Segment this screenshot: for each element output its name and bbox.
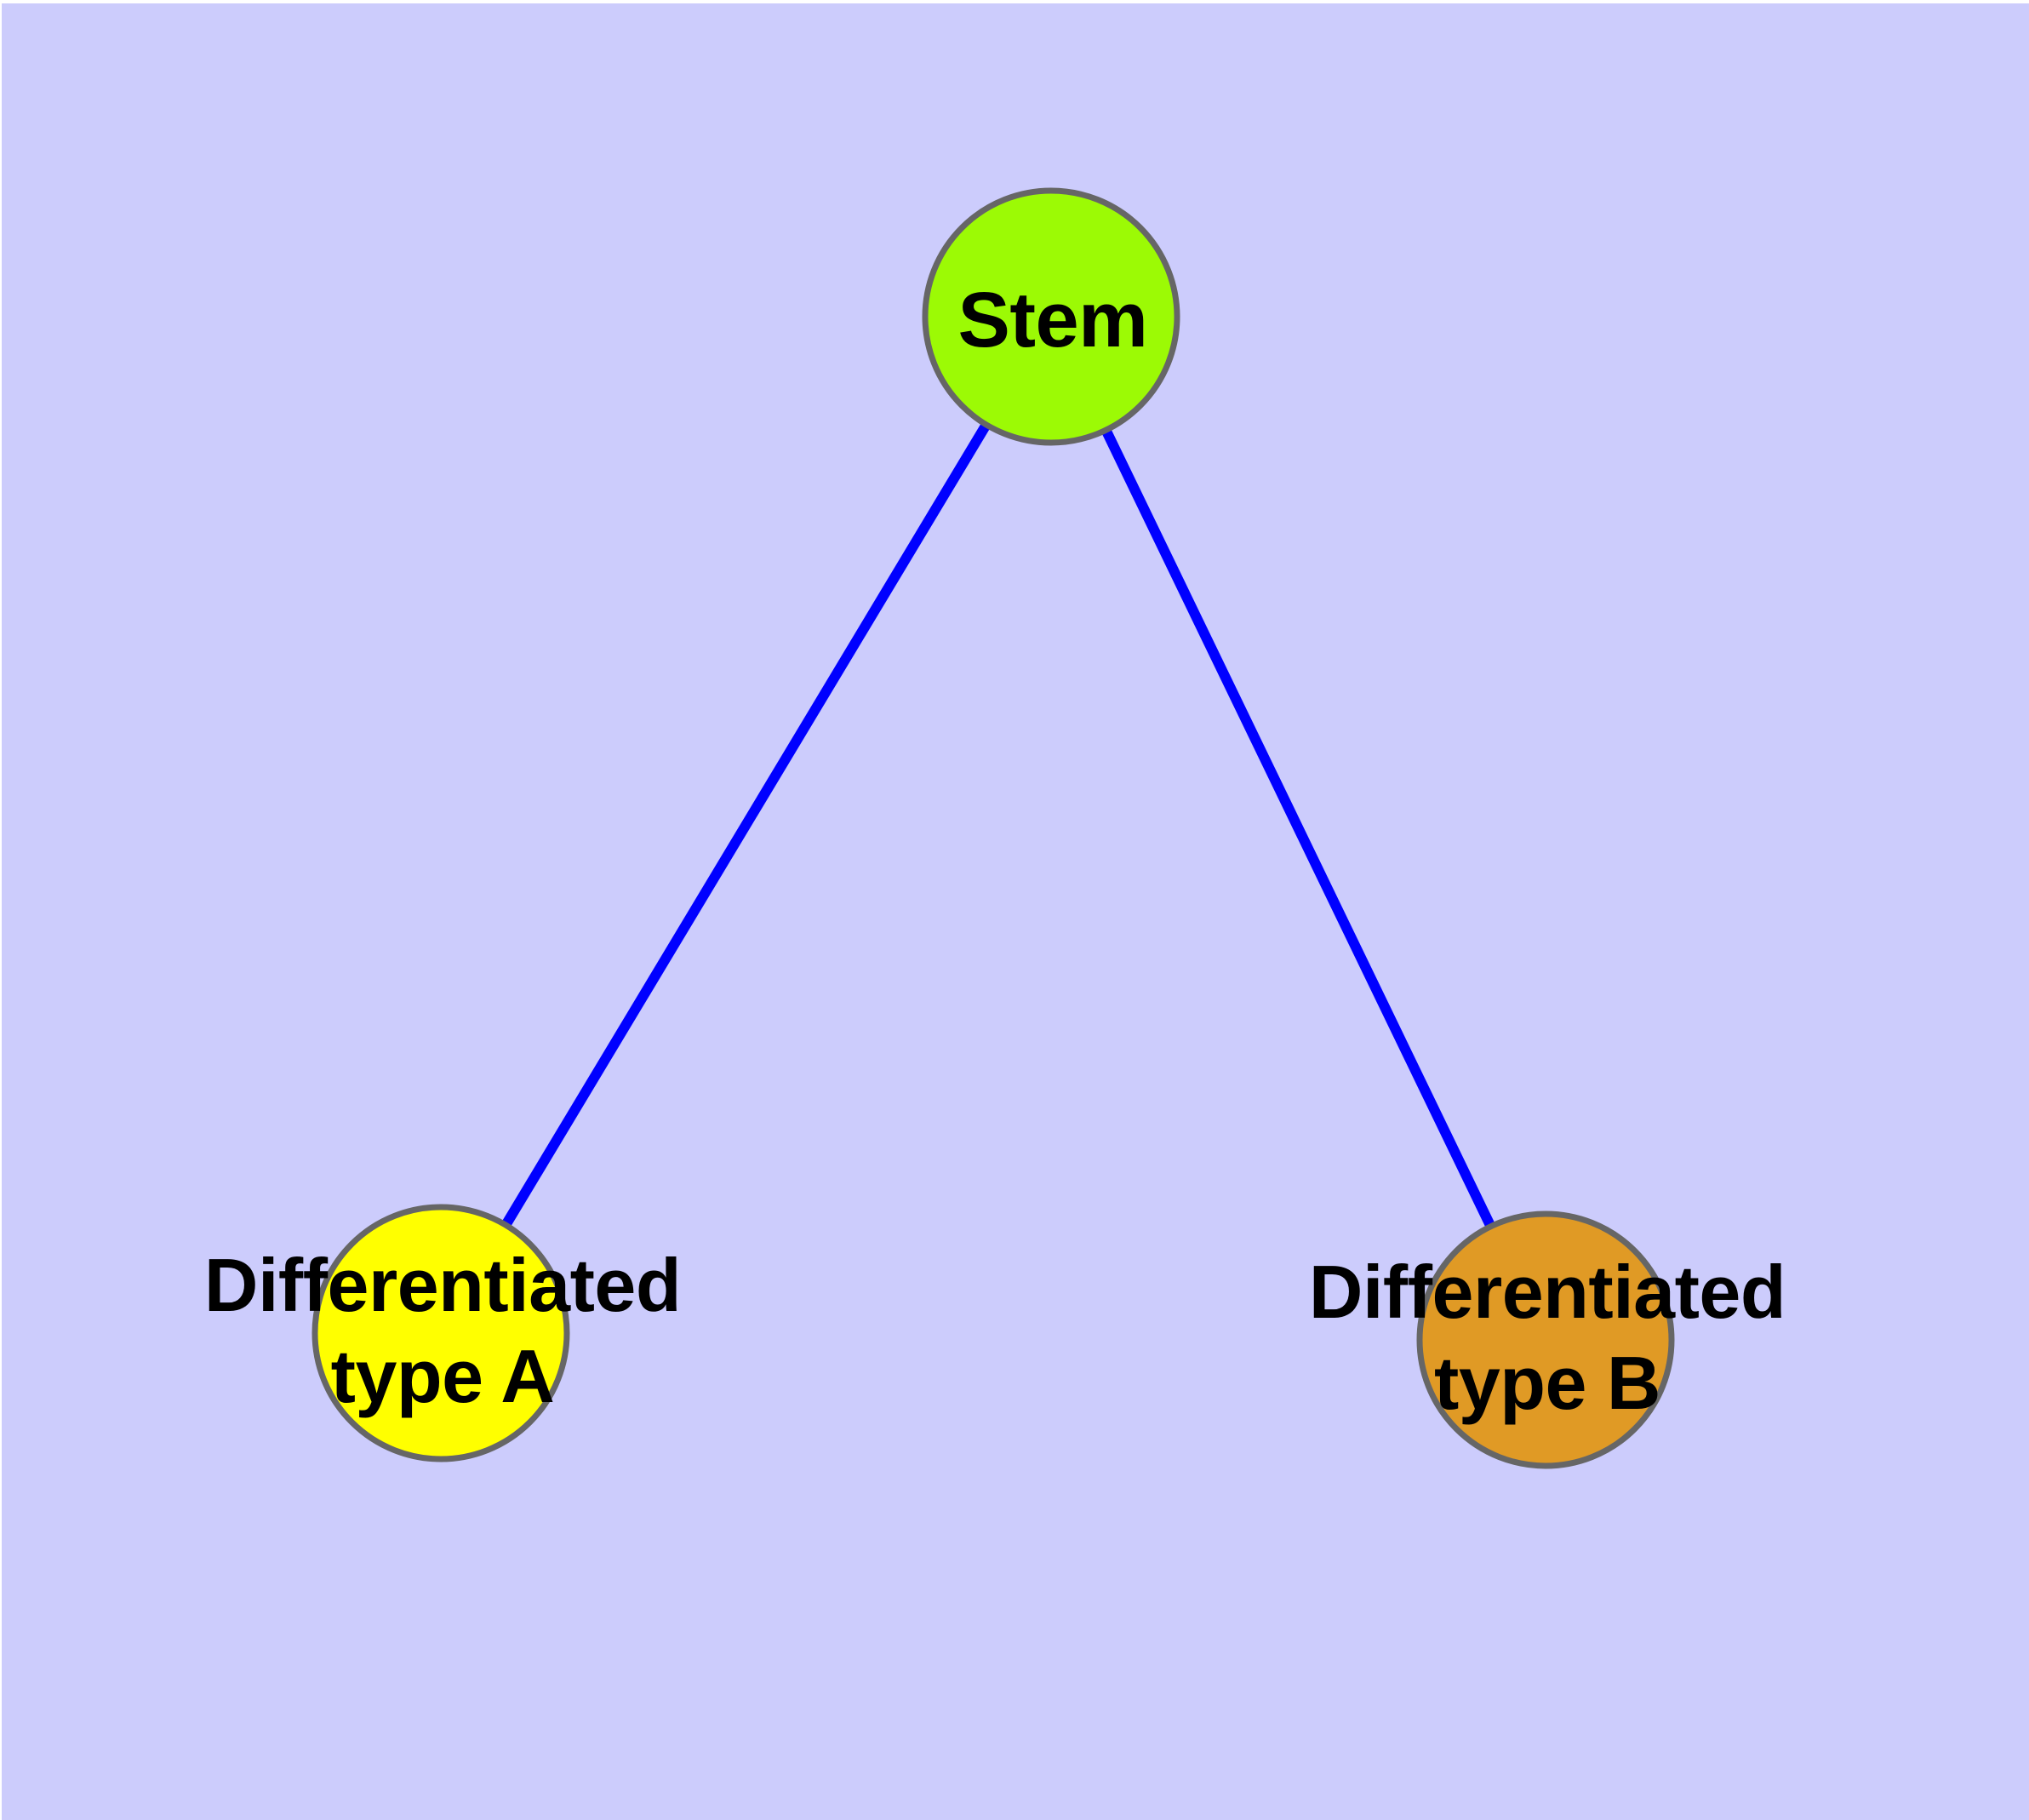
node-layer <box>311 187 1675 1469</box>
edge-stem-to-differentiated-type-b <box>1046 314 1551 1342</box>
node-differentiated-type-a[interactable] <box>311 1204 570 1462</box>
node-differentiated-type-b[interactable] <box>1416 1210 1675 1469</box>
node-stem[interactable] <box>922 187 1180 446</box>
edge-layer <box>436 313 1551 1342</box>
graph-svg <box>311 187 1675 1469</box>
edge-stem-to-differentiated-type-a <box>436 313 1056 1336</box>
plot-background: Stem Differentiated type A Differentiate… <box>2 3 2029 1820</box>
